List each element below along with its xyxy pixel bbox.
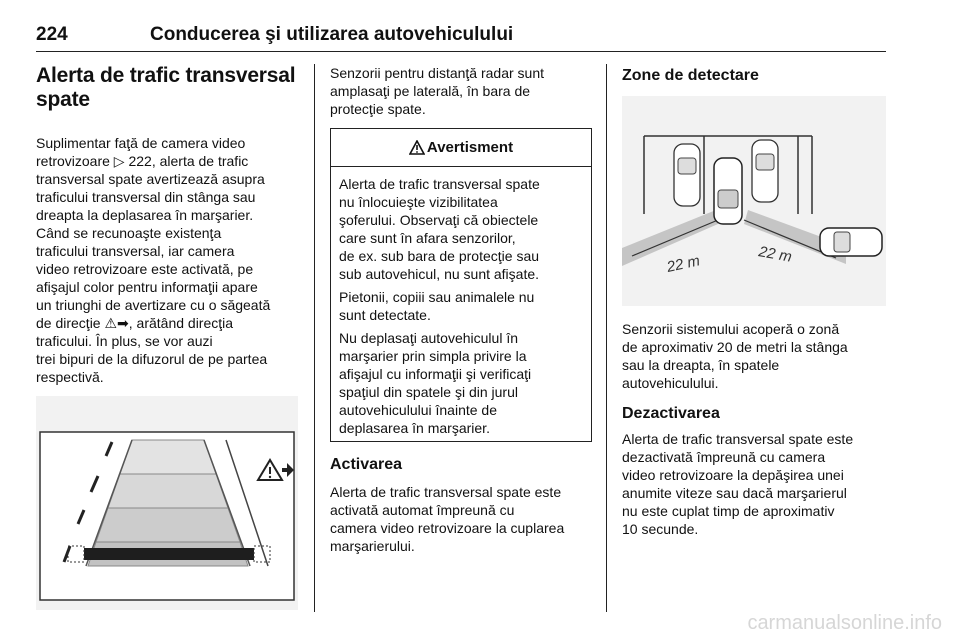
intro-paragraph: Suplimentar faţă de camera video retrovi…	[36, 135, 271, 385]
approaching-car-icon	[819, 227, 883, 257]
page-number: 224	[36, 24, 68, 45]
activation-section: Activarea Alerta de trafic transversal s…	[330, 455, 592, 555]
page-header: 224 Conducerea şi utilizarea autovehicul…	[36, 20, 886, 52]
camera-display-figure	[36, 396, 298, 610]
warning-triangle-icon	[256, 458, 284, 481]
sensor-location-paragraph: Senzorii pentru distanţă radar sunt ampl…	[330, 65, 545, 117]
section-heading: Alerta de trafic transversal spate	[36, 64, 301, 112]
warning-box: Avertisment Alerta de trafic transversal…	[330, 128, 592, 442]
heading-line-2: spate	[36, 88, 90, 111]
parked-car-icon	[751, 139, 779, 203]
parked-car-icon	[673, 143, 701, 207]
column-divider-1	[314, 64, 315, 612]
warning-paragraph-3: Nu deplasaţi autovehiculul în marşarier …	[339, 330, 532, 436]
warning-icon	[408, 140, 425, 155]
zones-description: Senzorii sistemului acoperă o zonă de ap…	[622, 320, 888, 538]
reversing-vehicle-icon	[713, 157, 743, 225]
warning-body: Alerta de trafic transversal spate nu în…	[331, 167, 591, 437]
zones-paragraph: Senzorii sistemului acoperă o zonă de ap…	[622, 321, 848, 391]
chapter-title: Conducerea şi utilizarea autovehiculului	[150, 24, 514, 45]
column-divider-2	[606, 64, 607, 612]
left-column: Alerta de trafic transversal spate Supli…	[36, 64, 301, 386]
heading-line-1: Alerta de trafic transversal	[36, 64, 296, 87]
watermark: carmanualsonline.info	[747, 612, 942, 634]
zones-section: Zone de detectare	[622, 66, 888, 86]
left-detection-zone	[622, 210, 718, 266]
warning-paragraph-1: Alerta de trafic transversal spate nu în…	[339, 176, 540, 282]
rear-camera-illustration	[39, 431, 295, 601]
arrow-right-icon	[282, 463, 294, 477]
detection-zones-diagram: 22 m 22 m	[622, 135, 883, 276]
zones-heading: Zone de detectare	[622, 67, 759, 84]
left-range-label: 22 m	[664, 252, 701, 276]
detection-zones-figure: 22 m 22 m	[622, 96, 886, 306]
deactivation-heading: Dezactivarea	[622, 405, 720, 422]
warning-title: Avertisment	[426, 139, 514, 156]
right-range-label: 22 m	[756, 243, 793, 266]
warning-header: Avertisment	[331, 129, 591, 167]
middle-column: Senzorii pentru distanţă radar sunt ampl…	[330, 64, 592, 118]
warning-paragraph-2: Pietonii, copiii sau animalele nu sunt d…	[339, 289, 535, 323]
activation-paragraph: Alerta de trafic transversal spate este …	[330, 484, 565, 554]
deactivation-paragraph: Alerta de trafic transversal spate este …	[622, 431, 854, 537]
activation-heading: Activarea	[330, 456, 403, 473]
